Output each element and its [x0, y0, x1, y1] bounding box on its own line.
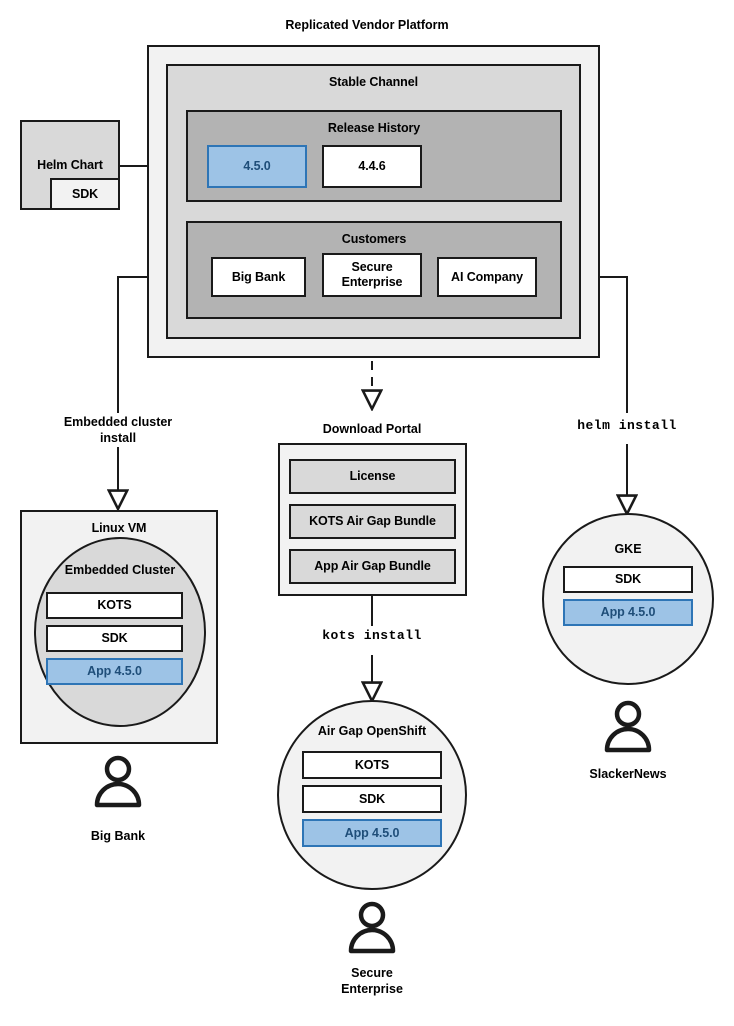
customer-ai-company[interactable]: AI Company — [437, 257, 537, 297]
linux-vm-label: Linux VM — [91, 521, 147, 535]
openshift-component-sdk[interactable]: SDK — [302, 785, 442, 813]
linux-vm-component-sdk[interactable]: SDK — [46, 625, 183, 652]
openshift-component-app[interactable]: App 4.5.0 — [302, 819, 442, 847]
download-portal-label: Download Portal — [322, 422, 422, 436]
linux-vm-component-kots[interactable]: KOTS — [46, 592, 183, 619]
actor-big-bank-icon — [90, 753, 146, 809]
release-4-4-6[interactable]: 4.4.6 — [322, 145, 422, 188]
helm-chart-sdk-box[interactable]: SDK — [50, 178, 120, 210]
air-gap-openshift-label: Air Gap OpenShift — [317, 724, 427, 738]
release-4-5-0[interactable]: 4.5.0 — [207, 145, 307, 188]
release-history-label: Release History — [327, 121, 421, 135]
gke-component-sdk[interactable]: SDK — [563, 566, 693, 593]
edge-label-embedded-cluster-install: Embedded cluster install — [63, 415, 173, 445]
actor-big-bank-label: Big Bank — [90, 829, 146, 843]
customer-secure-enterprise[interactable]: Secure Enterprise — [322, 253, 422, 297]
actor-secure-enterprise-icon — [344, 899, 400, 955]
gke-component-app[interactable]: App 4.5.0 — [563, 599, 693, 626]
actor-secure-enterprise-label: Secure Enterprise — [341, 966, 403, 996]
customers-label: Customers — [341, 232, 407, 246]
download-portal-artifact-kots-air-gap-bundle[interactable]: KOTS Air Gap Bundle — [289, 504, 456, 539]
edge-label-helm-install: helm install — [577, 418, 677, 433]
stable-channel-label: Stable Channel — [329, 75, 418, 89]
linux-vm-component-app[interactable]: App 4.5.0 — [46, 658, 183, 685]
edge-label-kots-install: kots install — [322, 628, 422, 643]
download-portal-artifact-license[interactable]: License — [289, 459, 456, 494]
download-portal-artifact-app-air-gap-bundle[interactable]: App Air Gap Bundle — [289, 549, 456, 584]
gke-label: GKE — [614, 542, 642, 556]
page-title: Replicated Vendor Platform — [285, 18, 449, 32]
actor-slackernews-icon — [600, 698, 656, 754]
actor-slackernews-label: SlackerNews — [589, 767, 667, 781]
embedded-cluster-label: Embedded Cluster — [64, 563, 176, 577]
customer-big-bank[interactable]: Big Bank — [211, 257, 306, 297]
openshift-component-kots[interactable]: KOTS — [302, 751, 442, 779]
